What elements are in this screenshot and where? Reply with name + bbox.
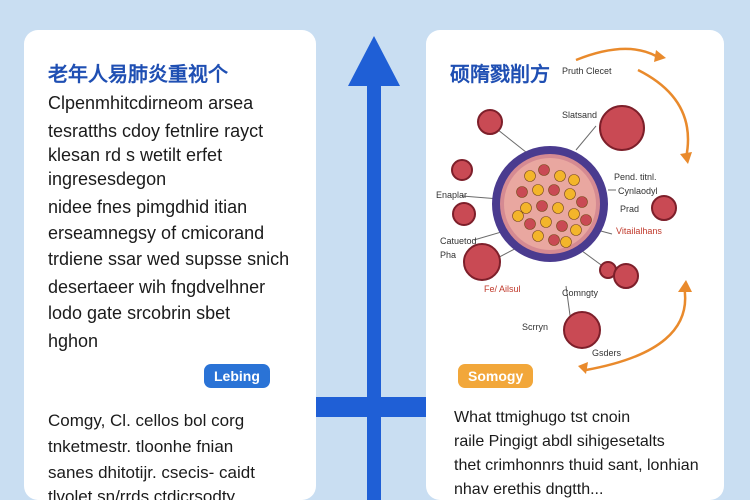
label-mid-right-1: Pend. titnl. [614, 172, 657, 182]
left-paragraph-line: klesan rd s wetilt erfet [48, 145, 223, 165]
left-paragraph2-line: tnketmestr. tloonhe fnian [48, 437, 234, 456]
left-paragraph2-line: Comgy, Cl. cellos bol corg [48, 411, 245, 430]
granule [560, 236, 572, 248]
left-paragraph-line: lodo gate srcobrin sbet [48, 303, 231, 323]
right-paragraph-line: nhav erethis dngtth... [454, 481, 604, 498]
granule [516, 186, 528, 198]
granule [570, 224, 582, 236]
left-paragraph-line: erseamnegsy of cmicorand [48, 223, 265, 243]
label-left-1: Enaplar [436, 190, 468, 200]
right-paragraph-line: What ttmighugo tst cnoin [454, 409, 631, 426]
left-panel-title: 老年人易肺炎重视个 [48, 64, 228, 86]
right-panel-title: 硕隋戮削方 [450, 64, 550, 86]
red-cell [463, 243, 501, 281]
red-cell [452, 202, 476, 226]
granule [524, 218, 536, 230]
label-mid-right-3: Prad [620, 204, 640, 214]
granule [532, 184, 544, 196]
granule [552, 202, 564, 214]
granule [554, 170, 566, 182]
right-tag-badge: Somogy [458, 364, 534, 388]
granule [564, 188, 576, 200]
label-top-cell: Slatsand [562, 110, 598, 120]
left-paragraph2-line: sanes dhitotijr. csecis- caidt [48, 463, 255, 482]
left-paragraph-line: tesratths cdoy fetnlire rayct [48, 121, 264, 141]
cycle-arrow-top [575, 47, 657, 62]
axis-shaft [367, 70, 381, 500]
granule [512, 210, 524, 222]
label-bottom-left: Scrryn [522, 322, 549, 332]
granule [568, 174, 580, 186]
left-paragraph-line: desertaeer wih fngdvelhner [48, 277, 266, 297]
left-paragraph-line: nidee fnes pimgdhid itian [48, 197, 248, 217]
granule [536, 200, 548, 212]
granule [548, 234, 560, 246]
left-paragraph-line: ingresesdegon [48, 169, 167, 189]
red-cell [477, 109, 503, 135]
granule [540, 216, 552, 228]
red-cell [613, 263, 639, 289]
granule [576, 196, 588, 208]
cell-diagram [451, 47, 692, 374]
central-cell-granules [512, 164, 592, 248]
cycle-arrowhead-icon [578, 362, 588, 374]
left-paragraph2-line: tlvolet sn/rrds ctdicrsodty [48, 487, 236, 500]
cycle-arrowhead-icon [654, 50, 666, 62]
granule [548, 184, 560, 196]
label-left-2: Catuetod [440, 236, 477, 246]
label-left-3: Pha [440, 250, 457, 260]
right-paragraph-line: raile Pingigt abdl sihigesetalts [454, 433, 665, 450]
red-cell [651, 195, 677, 221]
granule [538, 164, 550, 176]
cycle-arrow-right-top [637, 68, 690, 159]
red-cells [451, 105, 677, 349]
label-bottom-mid: Comngty [562, 288, 599, 298]
left-paragraph-line: hghon [48, 331, 99, 351]
label-red-right: Vitailalhans [616, 226, 662, 236]
red-cell [563, 311, 601, 349]
label-mid-right-2: Cynlaodyl [618, 186, 658, 196]
label-red-left: Fe/ Ailsul [484, 284, 521, 294]
left-panel: 老年人易肺炎重视个 Clpenmhitcdirneom arsea tesrat… [24, 30, 316, 500]
granule [556, 220, 568, 232]
granule [524, 170, 536, 182]
left-paragraph-line: Clpenmhitcdirneom arsea [48, 93, 254, 113]
granule [520, 202, 532, 214]
right-panel: 硕隋戮削方 [426, 30, 724, 500]
granule [568, 208, 580, 220]
label-bottom-right: Gsders [592, 348, 622, 358]
cycle-arrowhead-icon [680, 152, 692, 164]
cycle-arrow-right-bottom [585, 285, 687, 372]
cycle-arrowhead-icon [678, 280, 692, 292]
axis-crossbar [316, 397, 428, 417]
granule [580, 214, 592, 226]
label-top-right: Pruth Clecet [562, 66, 612, 76]
red-cell [451, 159, 473, 181]
axis-arrowhead-icon [348, 36, 400, 86]
left-tag-badge: Lebing [204, 364, 270, 388]
granule [532, 230, 544, 242]
right-paragraph-line: thet crimhonnrs thuid sant, lonhian [454, 457, 699, 474]
red-cell [599, 105, 645, 151]
left-paragraph-line: trdiene ssar wed supsse snich [48, 249, 290, 269]
